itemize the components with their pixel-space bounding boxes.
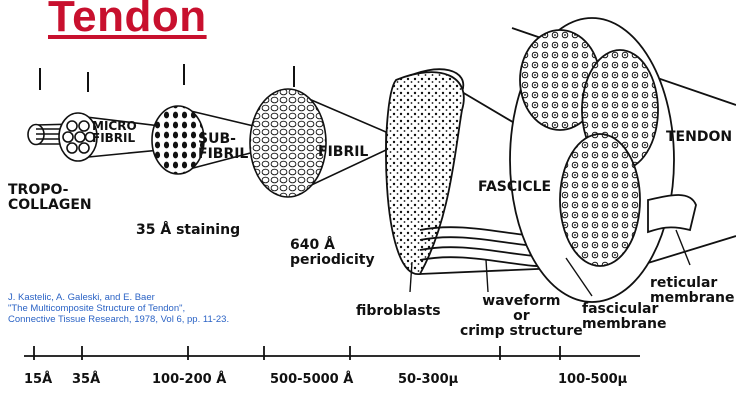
- fascicular-membrane-label: fascicular membrane: [582, 302, 667, 332]
- scale-label: 100-500μ: [558, 372, 627, 387]
- fibril-label: FIBRIL: [318, 145, 368, 160]
- tendon-shape: [510, 18, 736, 302]
- reticular-membrane-label: reticular membrane: [650, 276, 735, 306]
- fascicle-label: FASCICLE: [478, 180, 551, 195]
- tendon-label: TENDON: [666, 130, 732, 145]
- tropocollagen-label: TROPO- COLLAGEN: [8, 183, 92, 213]
- scale-label: 50-300μ: [398, 372, 458, 387]
- scale-label: 100-200 Å: [152, 372, 226, 387]
- staining-label: 35 Å staining: [136, 223, 240, 238]
- scale-label: 15Å: [24, 372, 52, 387]
- citation-line: "The Multicomposite Structure of Tendon"…: [8, 303, 308, 314]
- scale-bar: [24, 346, 640, 360]
- scale-label: 35Å: [72, 372, 100, 387]
- microfibril-label: MICRO FIBRIL: [92, 120, 137, 144]
- citation: J. Kastelic, A. Galeski, and E. Baer "Th…: [8, 292, 308, 325]
- subfibril-label: SUB- FIBRIL: [198, 132, 248, 162]
- page-title: Tendon: [48, 0, 207, 42]
- section-pointer-lines: [40, 64, 294, 92]
- fibroblasts-label: fibroblasts: [356, 304, 441, 319]
- citation-line: Connective Tissue Research, 1978, Vol 6,…: [8, 314, 308, 325]
- periodicity-label: 640 Å periodicity: [290, 238, 375, 268]
- citation-line: J. Kastelic, A. Galeski, and E. Baer: [8, 292, 308, 303]
- waveform-label: waveform or crimp structure: [460, 294, 583, 339]
- fibril-shape: [250, 89, 386, 197]
- scale-label: 500-5000 Å: [270, 372, 353, 387]
